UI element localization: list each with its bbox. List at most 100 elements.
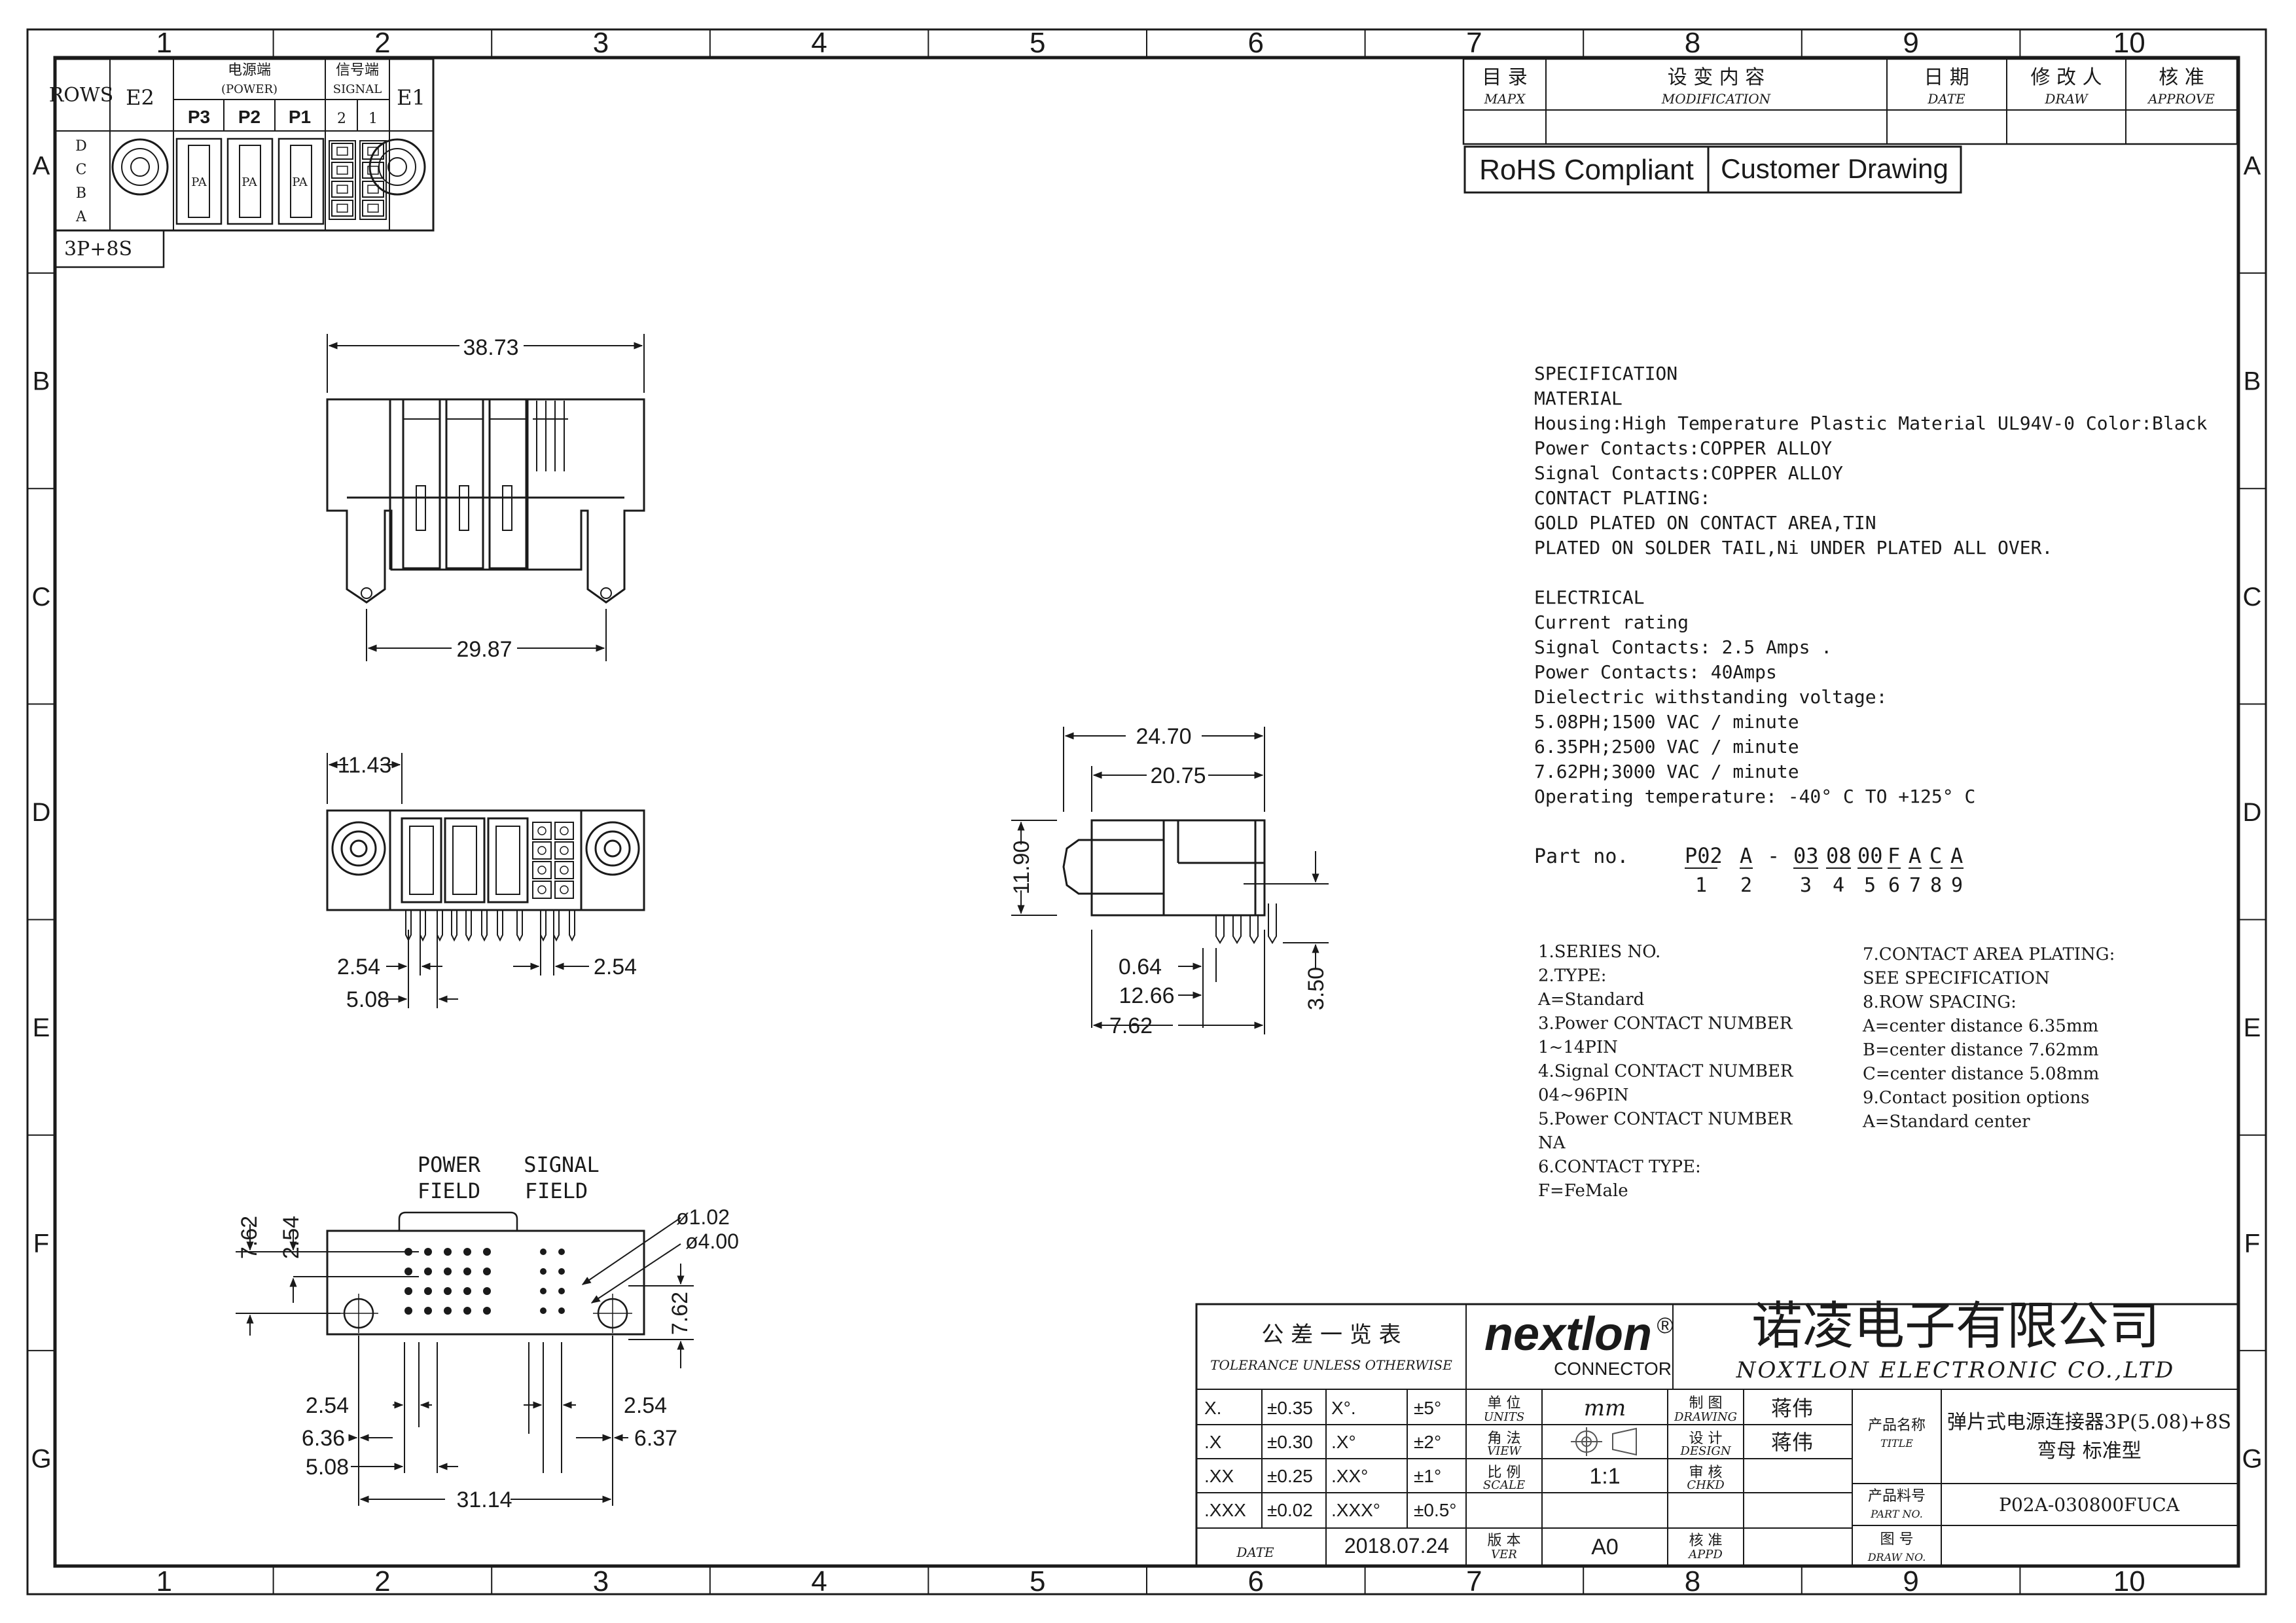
ver-cn: 版 本 — [1488, 1533, 1521, 1549]
column-label-top: 5 — [1030, 27, 1045, 59]
column-label-bottom: 4 — [811, 1565, 827, 1597]
title-en: TITLE — [1880, 1437, 1913, 1450]
dim-11-90: 11.90 — [1009, 841, 1034, 895]
dim-pcb-2-54-left: 2.54 — [306, 1393, 349, 1418]
dim-38-73: 38.73 — [463, 335, 518, 360]
solder-pin — [569, 910, 575, 942]
spec-line: Power Contacts:COPPER ALLOY — [1534, 437, 1832, 459]
signal-contact — [532, 841, 552, 860]
dim-0-64: 0.64 — [1119, 955, 1162, 979]
tolerance-cell: .X — [1204, 1432, 1222, 1452]
signal-hole — [540, 1249, 547, 1255]
signal-label-en: SIGNAL — [333, 82, 382, 96]
design-en: DESIGN — [1679, 1444, 1731, 1458]
units-value: mm — [1584, 1395, 1626, 1421]
power-hole — [444, 1248, 452, 1256]
part-no-segment: 00 — [1857, 843, 1883, 868]
signal-contact — [554, 822, 574, 840]
spec-line: ELECTRICAL — [1534, 587, 1645, 608]
signal-contact — [532, 822, 552, 840]
signal-cell-contact — [336, 166, 348, 175]
row-letter-b: B — [76, 185, 86, 202]
legend-right-line: 9.Contact position options — [1863, 1088, 2090, 1108]
part-no-segment: C — [1929, 843, 1942, 868]
signal-cell — [331, 162, 353, 179]
part-no-index: 6 — [1888, 874, 1900, 897]
tolerance-cell: ±0.30 — [1267, 1432, 1313, 1452]
signal-contact-hole — [537, 866, 547, 875]
spec-line: CONTACT PLATING: — [1534, 487, 1711, 509]
customer-drawing-badge: Customer Drawing — [1721, 153, 1948, 184]
legend-right-line: 8.ROW SPACING: — [1863, 993, 2017, 1012]
tolerance-cell: X°. — [1331, 1398, 1356, 1418]
power-hole — [404, 1307, 412, 1315]
spec-line: 7.62PH;3000 VAC / minute — [1534, 761, 1799, 782]
drawing-name: 蒋伟 — [1771, 1396, 1813, 1421]
signal-label-cn: 信号端 — [336, 62, 379, 79]
company-name-cn: 诺凌电子有限公司 — [1751, 1297, 2160, 1356]
legend-right-line: A=center distance 6.35mm — [1862, 1017, 2098, 1036]
signal-contact — [532, 881, 552, 899]
solder-pin — [465, 910, 472, 942]
signal-cell — [331, 181, 353, 198]
tolerance-cell: ±5° — [1414, 1398, 1441, 1418]
dim-pcb-5-08: 5.08 — [306, 1455, 349, 1480]
mod-cn: 设 变 内 容 — [1668, 66, 1765, 89]
approve-en: APPROVE — [2147, 91, 2215, 107]
power-hole — [424, 1307, 432, 1315]
solder-pin — [451, 910, 457, 942]
signal-contact-hole — [560, 826, 569, 835]
spec-line: Signal Contacts: 2.5 Amps . — [1534, 636, 1832, 658]
rows-label: ROWS — [49, 84, 114, 107]
e1-label: E1 — [397, 85, 425, 110]
spec-line: Operating temperature: -40° C TO +125° C — [1534, 786, 1975, 807]
row-label-right: C — [2243, 583, 2262, 611]
row-label-left: C — [32, 583, 51, 611]
signal-cell — [331, 143, 353, 160]
e2-label: E2 — [126, 85, 154, 110]
dim-pcb-31-14: 31.14 — [456, 1487, 512, 1512]
tolerance-title-cn: 公 差 一 览 表 — [1261, 1322, 1401, 1348]
dim-hole-4-00: ø4.00 — [685, 1230, 739, 1253]
signal-contact-hole — [537, 826, 547, 835]
approve-cn: 核 准 — [2159, 66, 2204, 89]
power-hole — [404, 1267, 412, 1275]
pad-p2-label: PA — [242, 175, 257, 189]
legend-left-line: 4.Signal CONTACT NUMBER — [1538, 1062, 1794, 1082]
part-no-index: 4 — [1833, 874, 1844, 897]
dim-5-08: 5.08 — [346, 987, 389, 1012]
legend-left-line: NA — [1538, 1133, 1566, 1153]
row-label-right: E — [2244, 1013, 2261, 1042]
row-letter-c: C — [76, 162, 87, 178]
signal-cell — [362, 200, 384, 217]
revision-table-text: 目 录 MAPX 设 变 内 容 MODIFICATION 日 期 DATE 修… — [1482, 66, 2215, 107]
spec-line: PLATED ON SOLDER TAIL,Ni UNDER PLATED AL… — [1534, 537, 2053, 558]
title-block — [1195, 1303, 2240, 1567]
legend-right-line: SEE SPECIFICATION — [1863, 969, 2050, 989]
signal-contact — [554, 861, 574, 879]
signal-cell — [362, 143, 384, 160]
revision-table — [1462, 58, 2238, 145]
badge-row: RoHS Compliant Customer Drawing — [1463, 145, 1962, 194]
drawing-en: DRAWING — [1674, 1410, 1737, 1424]
projection-symbol — [1571, 1427, 1637, 1456]
tolerance-cell: .XXX — [1204, 1500, 1246, 1520]
product-title-line-1: 弹片式电源连接器3P(5.08)+8S — [1947, 1411, 2231, 1434]
legend-left-line: 04~96PIN — [1538, 1085, 1628, 1105]
signal-hole — [558, 1288, 565, 1294]
spec-line: 5.08PH;1500 VAC / minute — [1534, 711, 1799, 733]
dim-pcb-right-7-62: 7.62 — [668, 1292, 692, 1335]
dim-2-54-left: 2.54 — [337, 955, 380, 979]
signal-cell-contact — [367, 204, 379, 213]
date-label: DATE — [1236, 1544, 1274, 1560]
row-label-left: G — [31, 1444, 51, 1473]
dim-29-87: 29.87 — [456, 637, 512, 662]
frame-ticks — [27, 29, 2266, 1594]
tolerance-title-en: TOLERANCE UNLESS OTHERWISE — [1210, 1357, 1452, 1373]
column-label-bottom: 9 — [1903, 1565, 1918, 1597]
spec-line: Signal Contacts:COPPER ALLOY — [1534, 462, 1843, 484]
dim-2-54-right: 2.54 — [594, 955, 637, 979]
tolerance-cell: X. — [1204, 1398, 1221, 1418]
legend-left-line: F=FeMale — [1538, 1181, 1628, 1201]
top-view-dims — [327, 334, 645, 661]
